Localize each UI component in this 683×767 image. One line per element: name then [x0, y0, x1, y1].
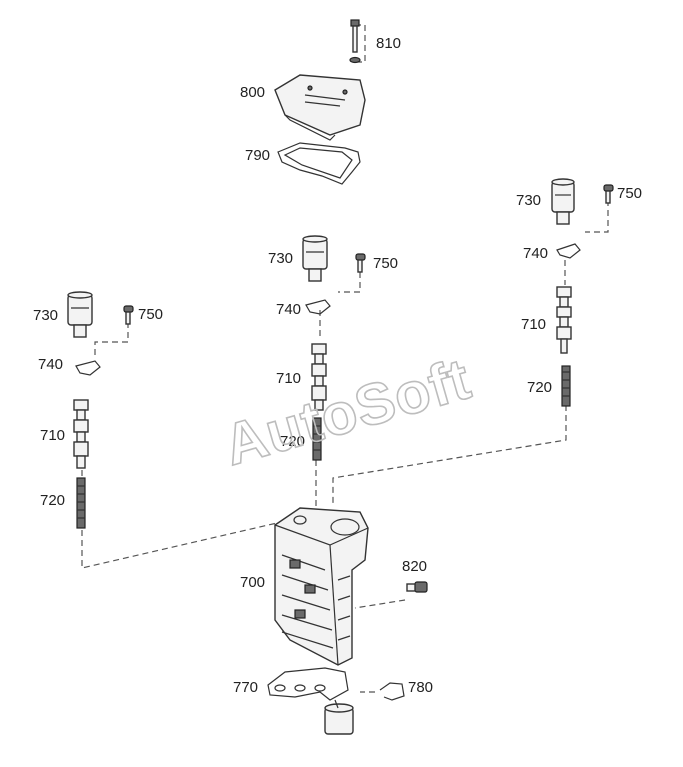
callout-750-left: 750 [138, 306, 163, 323]
callout-740-mid: 740 [276, 301, 301, 318]
spring-720-right [561, 365, 571, 407]
callout-710-right: 710 [521, 316, 546, 333]
harness-770 [267, 667, 354, 735]
solenoid-730-left [67, 291, 93, 338]
spring-720-mid [312, 417, 322, 461]
callout-720-right: 720 [527, 379, 552, 396]
leader-lines [81, 24, 609, 693]
plug-820 [406, 581, 428, 593]
callout-710-mid: 710 [276, 370, 301, 387]
valve-710-left [73, 399, 89, 469]
bolt-810 [349, 19, 361, 64]
clip-740-left [75, 360, 101, 376]
clip-740-mid [305, 299, 331, 315]
spring-720-left [76, 477, 86, 529]
callout-780: 780 [408, 679, 433, 696]
gasket-790 [277, 142, 361, 185]
watermark: AutoSoft [217, 346, 478, 478]
callout-740-left: 740 [38, 356, 63, 373]
valve-710-right [556, 286, 572, 354]
callout-730-mid: 730 [268, 250, 293, 267]
callout-700: 700 [240, 574, 265, 591]
callout-750-right: 750 [617, 185, 642, 202]
solenoid-730-mid [302, 235, 328, 282]
clip-780 [379, 682, 405, 701]
clip-740-right [556, 243, 581, 259]
screw-750-left [123, 305, 134, 325]
callout-770: 770 [233, 679, 258, 696]
callout-720-left: 720 [40, 492, 65, 509]
valve-body-700 [274, 507, 369, 666]
screw-750-right [603, 184, 614, 204]
callout-800: 800 [240, 84, 265, 101]
callout-750-mid: 750 [373, 255, 398, 272]
solenoid-730-right [551, 178, 575, 225]
callout-730-right: 730 [516, 192, 541, 209]
cover-800 [274, 74, 366, 141]
valve-710-mid [311, 343, 327, 411]
callout-740-right: 740 [523, 245, 548, 262]
callout-790: 790 [245, 147, 270, 164]
callout-810: 810 [376, 35, 401, 52]
callout-720-mid: 720 [280, 433, 305, 450]
callout-710-left: 710 [40, 427, 65, 444]
screw-750-mid [355, 253, 366, 273]
callout-730-left: 730 [33, 307, 58, 324]
callout-820: 820 [402, 558, 427, 575]
